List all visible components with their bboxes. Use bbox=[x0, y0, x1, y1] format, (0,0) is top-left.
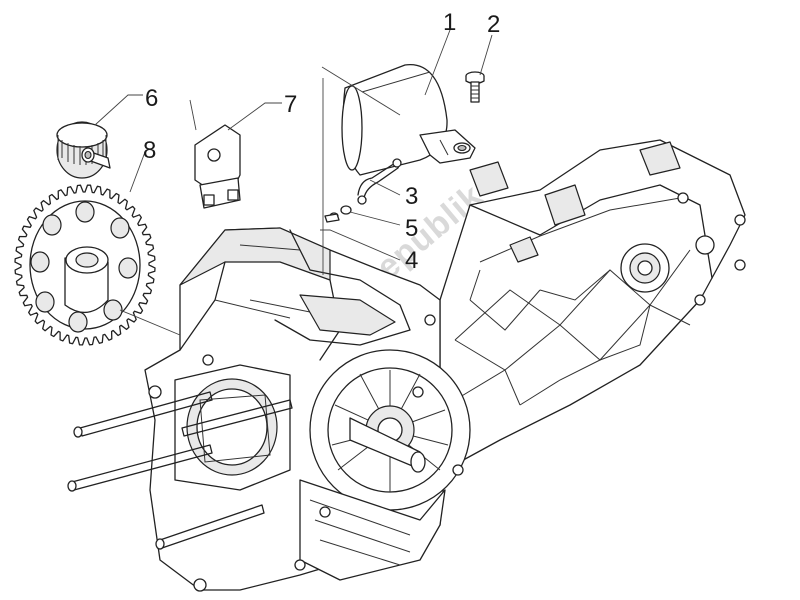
starter-motor bbox=[341, 64, 476, 176]
callout-2: 2 bbox=[487, 11, 500, 38]
callouts: 1 2 3 4 5 6 7 8 bbox=[143, 9, 500, 274]
bolt bbox=[465, 71, 485, 103]
crankcase-ribs bbox=[454, 249, 691, 406]
cable bbox=[357, 158, 402, 205]
callout-8: 8 bbox=[143, 137, 156, 164]
bracket bbox=[194, 124, 241, 209]
callout-1: 1 bbox=[443, 9, 456, 36]
top-bosses bbox=[469, 141, 681, 263]
callout-4: 4 bbox=[405, 247, 418, 274]
case-bolt-holes bbox=[148, 314, 464, 592]
gear-sprocket bbox=[14, 184, 156, 346]
callout-5: 5 bbox=[405, 215, 418, 242]
cylinder-studs bbox=[67, 391, 293, 550]
leader-lines bbox=[94, 29, 493, 336]
gear-holes bbox=[30, 201, 138, 333]
crankcase bbox=[67, 139, 746, 592]
screw-and-washer bbox=[324, 205, 352, 223]
callout-7: 7 bbox=[284, 91, 297, 118]
gear-idler bbox=[56, 121, 111, 179]
callout-3: 3 bbox=[405, 183, 418, 210]
callout-6: 6 bbox=[145, 85, 158, 112]
